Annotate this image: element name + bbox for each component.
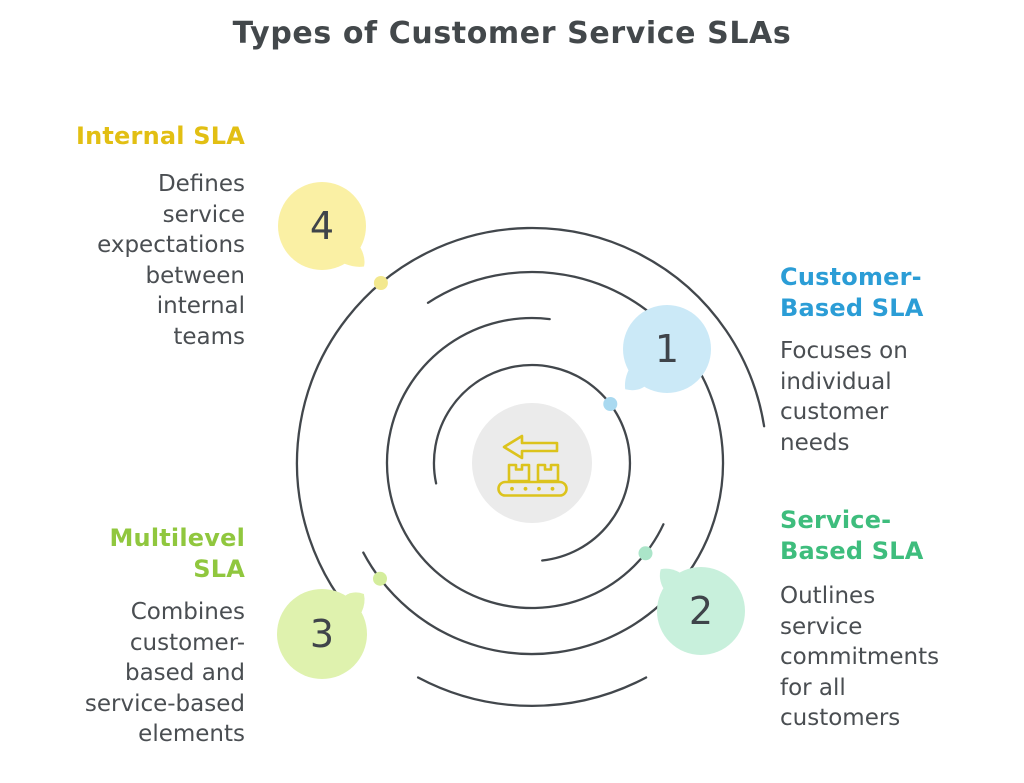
description-line: customers <box>780 705 901 732</box>
heading-line: Multilevel <box>109 524 245 552</box>
connector-dot-4 <box>373 276 388 290</box>
bubble-3-tail <box>345 592 365 613</box>
box-icon-left <box>507 463 531 483</box>
bubble-3-circle <box>277 589 367 679</box>
heading-line: Service- <box>780 506 892 534</box>
service-based-sla-heading: Service- Based SLA <box>780 505 1012 567</box>
description-line: service-based <box>84 690 245 717</box>
left-arrow-icon <box>502 434 559 460</box>
bubble-4-tail <box>344 247 365 267</box>
description-line: commitments <box>780 644 940 671</box>
bubble-number-4: 4 <box>310 204 334 248</box>
description-line: Focuses on <box>780 338 908 364</box>
heading-line: Internal SLA <box>75 122 245 150</box>
bubble-number-2: 2 <box>689 589 713 633</box>
bubble-2-tail <box>659 568 680 589</box>
bubble-number-1: 1 <box>655 327 679 371</box>
description-line: service <box>162 201 245 228</box>
spiral-arc-outer <box>295 226 766 628</box>
description-line: internal <box>156 293 245 320</box>
heading-line: Customer- <box>780 263 922 291</box>
bubble-3: 3 <box>277 589 367 679</box>
description-line: teams <box>173 323 245 350</box>
description-line: customer- <box>129 629 245 656</box>
heading-line: Based SLA <box>780 537 924 565</box>
spiral-arc-inner <box>432 363 632 562</box>
bubble-1-circle <box>623 305 711 393</box>
description-line: elements <box>138 721 245 748</box>
multilevel-sla-heading: Multilevel SLA <box>18 523 245 585</box>
description-line: based and <box>124 660 245 687</box>
multilevel-sla-description: Combines customer- based and service-bas… <box>18 597 245 750</box>
description-line: for all <box>780 674 846 701</box>
page-title: Types of Customer Service SLAs <box>232 16 792 51</box>
bubble-4: 4 <box>278 182 366 270</box>
bubble-2: 2 <box>657 567 745 655</box>
description-line: needs <box>780 429 850 456</box>
connector-dot-3 <box>373 571 387 586</box>
spiral-arc-second <box>362 270 725 656</box>
belt-icon <box>497 480 568 497</box>
bubble-2-circle <box>657 567 745 655</box>
description-line: service <box>780 613 863 640</box>
customer-based-sla-description: Focuses on individual customer needs <box>780 336 1012 458</box>
heading-line: SLA <box>193 555 245 583</box>
description-line: customer <box>780 399 889 426</box>
conveyor-belt-icon <box>497 434 568 497</box>
description-line: Outlines <box>780 583 876 609</box>
spiral-arcs <box>295 226 766 707</box>
center-circle <box>472 403 592 523</box>
service-based-sla-description: Outlines service commitments for all cus… <box>780 581 1012 734</box>
description-line: Combines <box>130 599 245 625</box>
bubble-1: 1 <box>623 305 711 393</box>
belt-roller-dots <box>510 486 555 491</box>
bubble-number-3: 3 <box>310 612 334 656</box>
description-line: expectations <box>97 232 245 259</box>
internal-sla-heading: Internal SLA <box>18 121 245 152</box>
heading-line: Based SLA <box>780 294 924 322</box>
description-line: between <box>145 262 245 289</box>
bubble-1-tail <box>624 370 645 391</box>
description-line: Defines <box>157 171 245 197</box>
description-line: individual <box>780 368 892 395</box>
spiral-arc-third <box>385 316 665 610</box>
spiral-arc-outer-bottom <box>416 676 648 707</box>
connector-dot-2 <box>638 546 653 561</box>
bubble-4-circle <box>278 182 366 270</box>
internal-sla-description: Defines service expectations between int… <box>18 169 245 353</box>
customer-based-sla-heading: Customer- Based SLA <box>780 262 1012 324</box>
connector-dot-1 <box>603 397 618 411</box>
box-icon-right <box>536 463 560 483</box>
